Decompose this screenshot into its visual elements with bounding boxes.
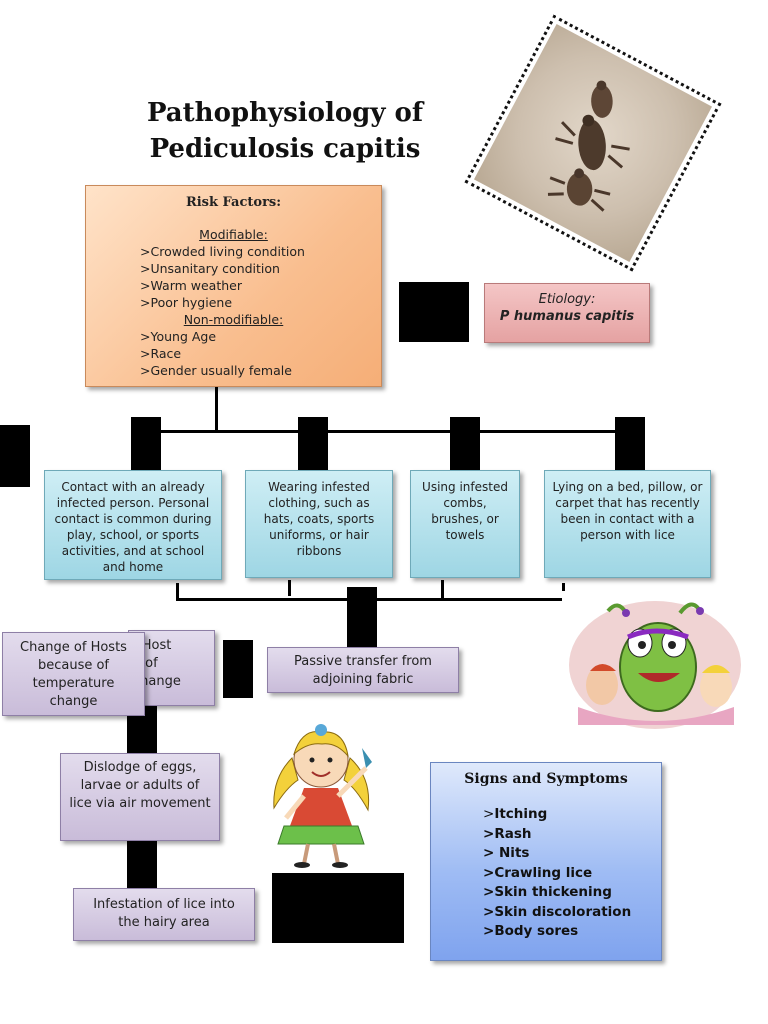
transmission-box-combs: Using infested combs, brushes, or towels — [410, 470, 520, 578]
redaction-block — [298, 417, 328, 477]
signs-symptoms-box: Signs and Symptoms >Itching >Rash > Nits… — [430, 762, 662, 961]
etiology-label: Etiology: — [538, 292, 596, 307]
symptom-text: Rash — [494, 825, 532, 842]
transmission-text: Wearing infested clothing, such as hats,… — [263, 480, 375, 558]
redaction-block — [223, 640, 253, 698]
non-modifiable-label: Non-modifiable: — [183, 312, 284, 327]
lice-photo — [464, 14, 722, 272]
connector-line — [441, 580, 444, 598]
risk-item: >Race — [140, 346, 182, 361]
symptom-text: Itching — [494, 806, 548, 822]
dislodge-text: Dislodge of eggs, larvae or adults of li… — [69, 760, 211, 811]
connector-line — [288, 580, 291, 596]
symptom-item: >Body sores — [483, 923, 579, 939]
risk-item: >Warm weather — [140, 278, 242, 293]
transmission-box-contact: Contact with an already infected person.… — [44, 470, 222, 580]
connector-line — [562, 583, 565, 591]
symptom-item: >Itching — [483, 806, 548, 822]
symptom-text: Crawling lice — [494, 864, 593, 881]
signs-heading: Signs and Symptoms — [464, 771, 628, 787]
page-title: Pathophysiology of Pediculosis capitis — [140, 95, 430, 167]
redaction-block — [131, 417, 161, 477]
transmission-box-clothing: Wearing infested clothing, such as hats,… — [245, 470, 393, 578]
passive-transfer-text: Passive transfer from adjoining fabric — [294, 654, 432, 687]
redaction-block — [615, 417, 645, 477]
passive-transfer-box: Passive transfer from adjoining fabric — [267, 647, 459, 693]
transmission-text: Contact with an already infected person.… — [54, 480, 212, 574]
symptom-item: >Rash — [483, 825, 532, 842]
transmission-text: Using infested combs, brushes, or towels — [422, 480, 508, 542]
connector-line — [215, 387, 218, 431]
risk-item: >Poor hygiene — [140, 295, 233, 310]
risk-factors-box: Risk Factors: Modifiable: >Crowded livin… — [85, 185, 382, 387]
connector-line — [176, 583, 179, 601]
connector-line — [146, 430, 631, 433]
change-hosts-text: Change of Hosts because of temperature c… — [20, 640, 127, 709]
infestation-box: Infestation of lice into the hairy area — [73, 888, 255, 941]
dislodge-box: Dislodge of eggs, larvae or adults of li… — [60, 753, 220, 841]
redaction-block — [0, 425, 30, 487]
transmission-box-bedding: Lying on a bed, pillow, or carpet that h… — [544, 470, 711, 578]
modifiable-label: Modifiable: — [199, 227, 268, 242]
risk-item: >Unsanitary condition — [140, 261, 280, 276]
title-line-1: Pathophysiology of — [146, 98, 424, 128]
risk-item: >Young Age — [140, 329, 217, 344]
symptom-text: Body sores — [494, 923, 579, 939]
symptom-text: Skin thickening — [494, 884, 612, 900]
redaction-block — [450, 417, 480, 477]
symptom-item: > Nits — [483, 845, 530, 861]
etiology-box: Etiology: P humanus capitis — [484, 283, 650, 343]
girl-illustration — [273, 724, 372, 868]
risk-item: >Crowded living condition — [140, 244, 305, 259]
symptom-item: >Crawling lice — [483, 864, 593, 881]
connector-line — [176, 598, 562, 601]
redaction-block — [347, 587, 377, 647]
symptom-text: Skin discoloration — [494, 903, 632, 920]
transmission-text: Lying on a bed, pillow, or carpet that h… — [552, 480, 703, 542]
redaction-block — [127, 838, 157, 890]
symptom-text: Nits — [494, 845, 530, 861]
lice-illustration — [547, 80, 630, 212]
monster-illustration — [569, 601, 741, 729]
infestation-text: Infestation of lice into the hairy area — [93, 897, 235, 930]
etiology-value: P humanus capitis — [499, 309, 635, 324]
symptom-item: >Skin thickening — [483, 884, 612, 900]
change-hosts-box: Change of Hosts because of temperature c… — [2, 632, 145, 716]
symptom-item: >Skin discoloration — [483, 903, 632, 920]
redaction-block — [272, 873, 404, 943]
risk-item: >Gender usually female — [140, 363, 292, 378]
risk-factors-heading: Risk Factors: — [185, 195, 282, 210]
title-line-2: Pediculosis capitis — [149, 134, 421, 164]
redaction-block — [399, 282, 469, 342]
